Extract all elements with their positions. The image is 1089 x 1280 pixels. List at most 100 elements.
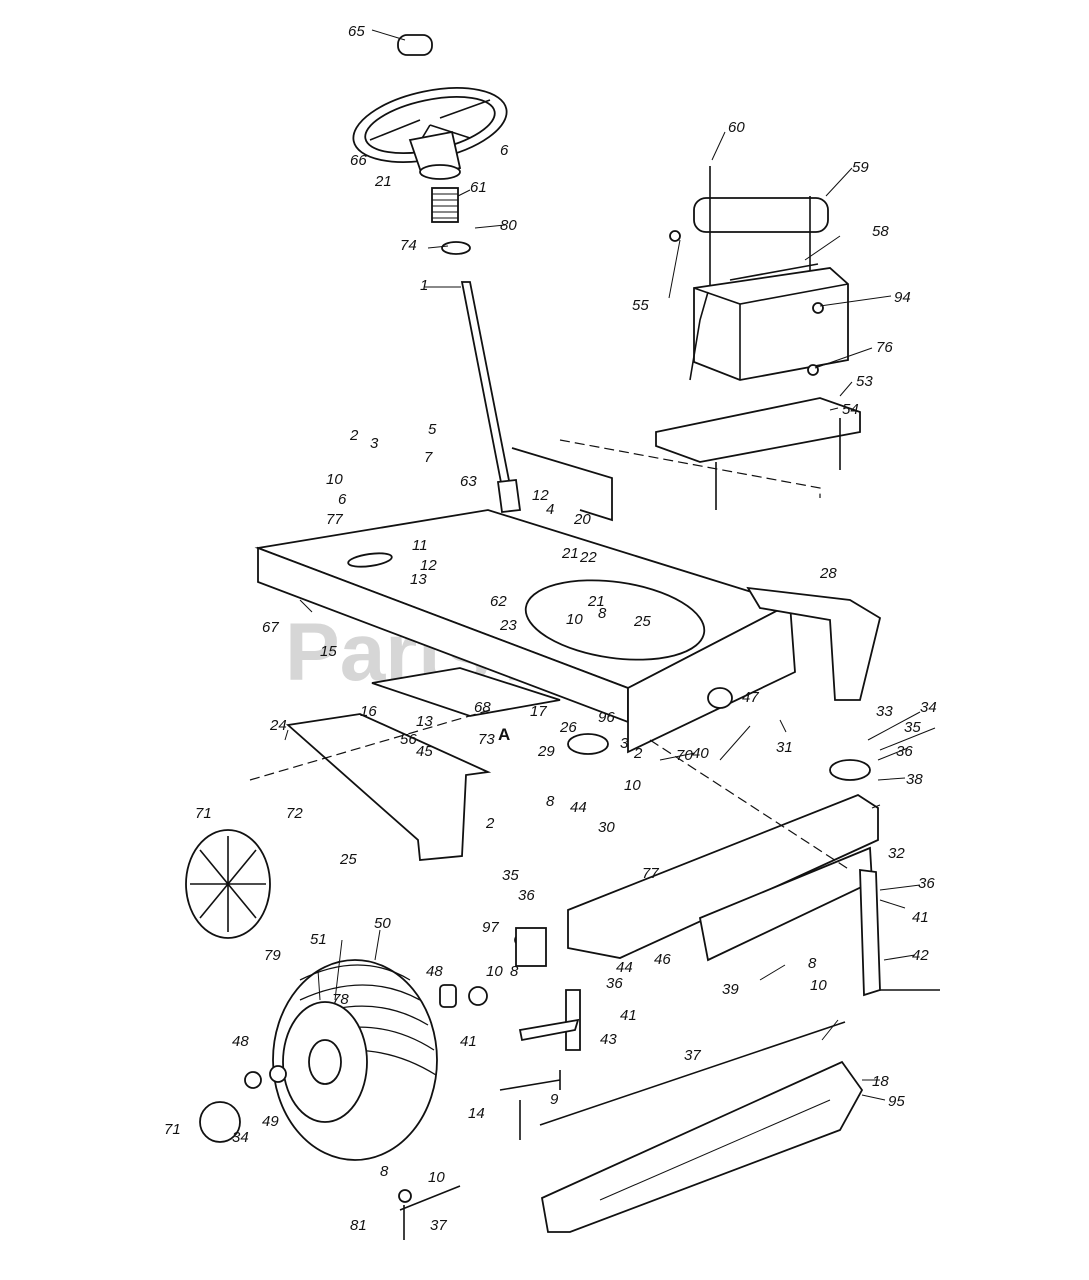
callout-16: 16 bbox=[360, 703, 377, 720]
wheel-assembly bbox=[185, 829, 488, 1161]
callout-40: 40 bbox=[692, 745, 709, 762]
callout-74: 74 bbox=[400, 237, 417, 254]
callout-4: 4 bbox=[546, 501, 554, 518]
battery bbox=[693, 267, 849, 381]
steering-cap bbox=[397, 34, 433, 56]
callout-61: 61 bbox=[470, 179, 487, 196]
callout-37b: 37 bbox=[430, 1217, 447, 1234]
callout-42: 42 bbox=[912, 947, 929, 964]
steering-spring bbox=[431, 187, 459, 223]
callout-94: 94 bbox=[894, 289, 911, 306]
callout-A: A bbox=[498, 725, 510, 744]
callout-37: 37 bbox=[684, 1047, 701, 1064]
callout-10b: 10 bbox=[566, 611, 583, 628]
callout-78: 78 bbox=[332, 991, 349, 1008]
callout-10d: 10 bbox=[810, 977, 827, 994]
callout-26: 26 bbox=[559, 719, 577, 736]
callout-71b: 71 bbox=[164, 1121, 181, 1138]
callout-73: 73 bbox=[478, 731, 495, 748]
callout-41b: 41 bbox=[460, 1033, 477, 1050]
callout-10e: 10 bbox=[486, 963, 503, 980]
callout-22: 22 bbox=[579, 549, 597, 566]
callout-2: 2 bbox=[349, 427, 359, 444]
callout-7: 7 bbox=[424, 449, 433, 466]
callout-55: 55 bbox=[632, 297, 649, 314]
callout-36c: 36 bbox=[918, 875, 935, 892]
callout-51: 51 bbox=[310, 931, 327, 948]
callout-39: 39 bbox=[722, 981, 739, 998]
main-frame bbox=[254, 447, 882, 754]
callout-10c: 10 bbox=[624, 777, 641, 794]
callout-81: 81 bbox=[350, 1217, 367, 1234]
callout-11: 11 bbox=[412, 537, 428, 554]
callout-10f: 10 bbox=[428, 1169, 445, 1186]
callout-21c: 21 bbox=[587, 593, 605, 610]
callout-3b: 3 bbox=[620, 735, 629, 752]
callout-8e: 8 bbox=[380, 1163, 389, 1180]
callout-1: 1 bbox=[420, 277, 428, 294]
callout-21b: 21 bbox=[561, 545, 579, 562]
callout-25: 25 bbox=[633, 613, 651, 630]
callout-9: 9 bbox=[550, 1091, 559, 1108]
callout-38: 38 bbox=[906, 771, 923, 788]
callout-56: 56 bbox=[400, 731, 417, 748]
callout-62: 62 bbox=[490, 593, 507, 610]
callout-80: 80 bbox=[500, 217, 517, 234]
front-axle bbox=[285, 713, 940, 1233]
callout-41: 41 bbox=[912, 909, 929, 926]
steering-assembly bbox=[352, 34, 522, 513]
callout-23: 23 bbox=[499, 617, 517, 634]
callout-13: 13 bbox=[410, 571, 427, 588]
callout-2b: 2 bbox=[633, 745, 643, 762]
callout-63: 63 bbox=[460, 473, 477, 490]
battery-strap bbox=[693, 197, 829, 233]
callout-47: 47 bbox=[742, 689, 759, 706]
callout-77b: 77 bbox=[642, 865, 659, 882]
callout-labels: 65 60 59 6 66 21 61 80 74 58 55 94 1 76 … bbox=[164, 23, 937, 1234]
callout-20: 20 bbox=[573, 511, 591, 528]
callout-14: 14 bbox=[468, 1105, 485, 1122]
dash-panel bbox=[511, 447, 613, 522]
callout-2c: 2 bbox=[485, 815, 495, 832]
callout-70: 70 bbox=[676, 747, 693, 764]
callout-17: 17 bbox=[530, 703, 547, 720]
callout-28: 28 bbox=[819, 565, 837, 582]
callout-36: 36 bbox=[896, 743, 913, 760]
callout-96: 96 bbox=[598, 709, 615, 726]
callout-34: 34 bbox=[920, 699, 937, 716]
callout-43: 43 bbox=[600, 1031, 617, 1048]
callout-50: 50 bbox=[374, 915, 391, 932]
callout-36d: 36 bbox=[606, 975, 623, 992]
callout-72: 72 bbox=[286, 805, 303, 822]
callout-41c: 41 bbox=[620, 1007, 637, 1024]
tie-rod bbox=[539, 1021, 846, 1126]
callout-44b: 44 bbox=[616, 959, 633, 976]
hub-cap-small bbox=[199, 1101, 241, 1143]
battery-tray bbox=[655, 397, 861, 463]
callout-6: 6 bbox=[500, 142, 509, 159]
spindle-bushing bbox=[829, 759, 871, 781]
callout-77: 77 bbox=[326, 511, 343, 528]
callout-12: 12 bbox=[532, 487, 549, 504]
tie-rod-hardware bbox=[398, 1185, 461, 1240]
callout-48b: 48 bbox=[232, 1033, 249, 1050]
callout-36b: 36 bbox=[518, 887, 535, 904]
callout-48: 48 bbox=[426, 963, 443, 980]
callout-5: 5 bbox=[428, 421, 437, 438]
callout-6b: 6 bbox=[338, 491, 347, 508]
lower-plate bbox=[371, 667, 561, 717]
callout-79: 79 bbox=[264, 947, 281, 964]
callout-32: 32 bbox=[888, 845, 905, 862]
callout-29: 29 bbox=[537, 743, 555, 760]
callout-30: 30 bbox=[598, 819, 615, 836]
callout-67: 67 bbox=[262, 619, 279, 636]
rear-bracket bbox=[746, 586, 882, 701]
callout-13b: 13 bbox=[416, 713, 433, 730]
callout-97: 97 bbox=[482, 919, 499, 936]
callout-21: 21 bbox=[374, 173, 392, 190]
callout-33: 33 bbox=[876, 703, 893, 720]
callout-60: 60 bbox=[728, 119, 745, 136]
callout-95: 95 bbox=[888, 1093, 905, 1110]
steering-gear bbox=[496, 479, 522, 513]
callout-76: 76 bbox=[876, 339, 893, 356]
